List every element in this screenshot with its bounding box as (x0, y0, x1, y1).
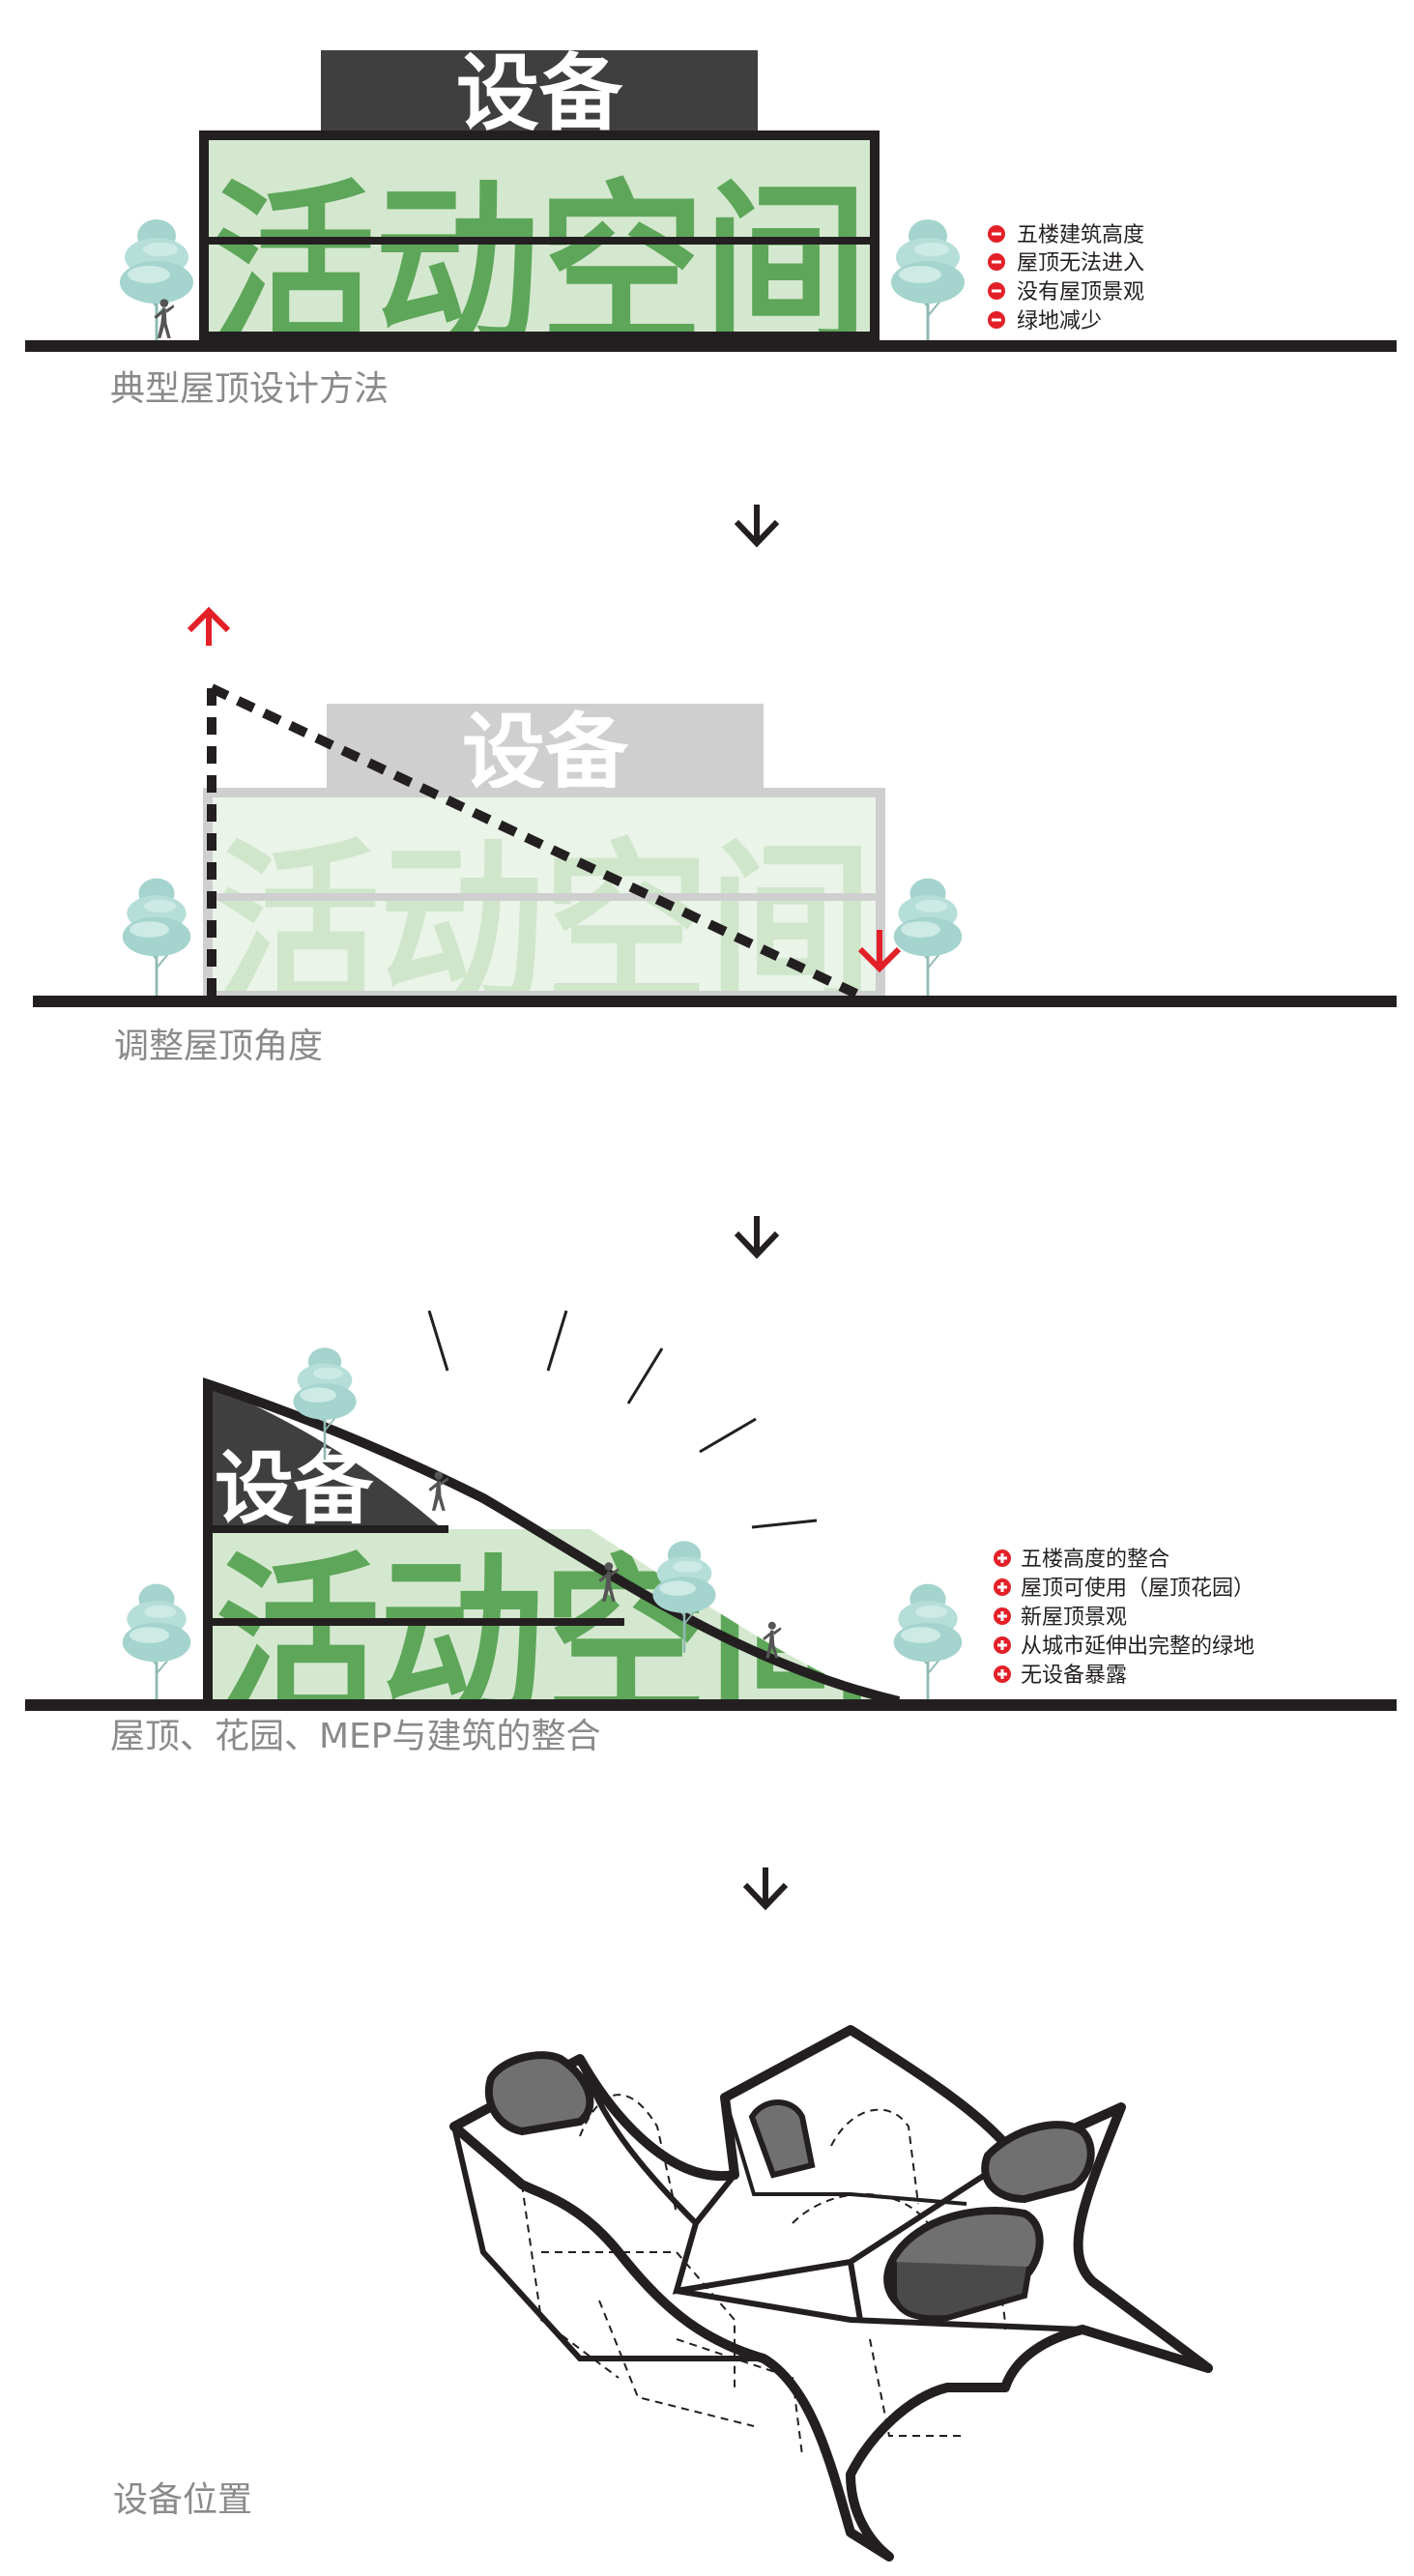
arrow-down-icon (734, 505, 780, 548)
caption-equipment-location: 设备位置 (113, 2480, 252, 2520)
sloped-roof-outline (203, 1377, 901, 1706)
panel-typical-roof: 设备 活动空间 五楼建筑高度 屋顶无法进入 没有屋顶景观 绿地减少 典型屋顶设计… (25, 45, 1397, 409)
activity-space-label-faded: 活动空间 (216, 823, 873, 1032)
plus-circle-icon (994, 1549, 1011, 1567)
equipment-label-faded: 设备 (462, 705, 629, 801)
activity-space-label: 活动空间 (211, 163, 868, 373)
equipment-unit (981, 2121, 1095, 2204)
benefit-item: 从城市延伸出完整的绿地 (1021, 1635, 1255, 1659)
benefit-list: 五楼高度的整合 屋顶可使用（屋顶花园） 新屋顶景观 从城市延伸出完整的绿地 无设… (994, 1548, 1255, 1688)
equipment-label: 设备 (456, 45, 623, 142)
dashed-roof-slope (209, 683, 863, 1000)
building-fill (204, 135, 875, 336)
minus-circle-icon (988, 225, 1005, 243)
benefit-item: 五楼高度的整合 (1021, 1548, 1169, 1572)
panel-equipment-location: 设备位置 (113, 2025, 1213, 2562)
benefit-item: 新屋顶景观 (1021, 1606, 1127, 1630)
benefit-item: 无设备暴露 (1021, 1664, 1127, 1688)
tree-icon (892, 877, 964, 999)
tree-icon (121, 877, 192, 999)
panel-integrated-roof: 设备 活动空间 五楼高度的整合 (25, 1310, 1397, 1756)
plus-circle-icon (994, 1607, 1011, 1625)
benefit-item: 屋顶可使用（屋顶花园） (1021, 1577, 1255, 1601)
arrow-down-icon (734, 1216, 780, 1259)
minus-circle-icon (988, 311, 1005, 329)
drawback-item: 五楼建筑高度 (1017, 223, 1144, 247)
caption-typical-roof: 典型屋顶设计方法 (110, 369, 389, 409)
axonometric-building (449, 2025, 1213, 2562)
tree-icon (121, 1582, 192, 1705)
drawback-item: 绿地减少 (1017, 309, 1102, 333)
plus-circle-icon (994, 1578, 1011, 1596)
equipment-box (321, 50, 758, 135)
equipment-unit (748, 2099, 816, 2179)
plus-circle-icon (994, 1665, 1011, 1683)
tree-icon (889, 217, 967, 350)
plus-circle-icon (994, 1636, 1011, 1654)
drawback-item: 没有屋顶景观 (1017, 280, 1144, 304)
tree-icon (892, 1582, 964, 1705)
arrow-down-icon (742, 1867, 789, 1911)
arrow-down-icon (857, 930, 902, 973)
sun-rays (427, 1310, 818, 1529)
drawback-item: 屋顶无法进入 (1017, 251, 1144, 275)
tree-icon (118, 217, 195, 350)
equipment-unit (891, 2262, 1032, 2322)
building-outline (199, 130, 880, 341)
equipment-label: 设备 (215, 1443, 374, 1535)
arrow-up-icon (187, 606, 231, 646)
drawback-list: 五楼建筑高度 屋顶无法进入 没有屋顶景观 绿地减少 (988, 223, 1144, 333)
equipment-unit (484, 2051, 594, 2136)
caption-integration: 屋顶、花园、MEP与建筑的整合 (110, 1717, 601, 1756)
minus-circle-icon (988, 282, 1005, 300)
panel-adjust-roof-angle: 设备 活动空间 调整屋顶角度 (33, 606, 1397, 1066)
caption-adjust-roof: 调整屋顶角度 (114, 1027, 323, 1066)
minus-circle-icon (988, 253, 1005, 271)
